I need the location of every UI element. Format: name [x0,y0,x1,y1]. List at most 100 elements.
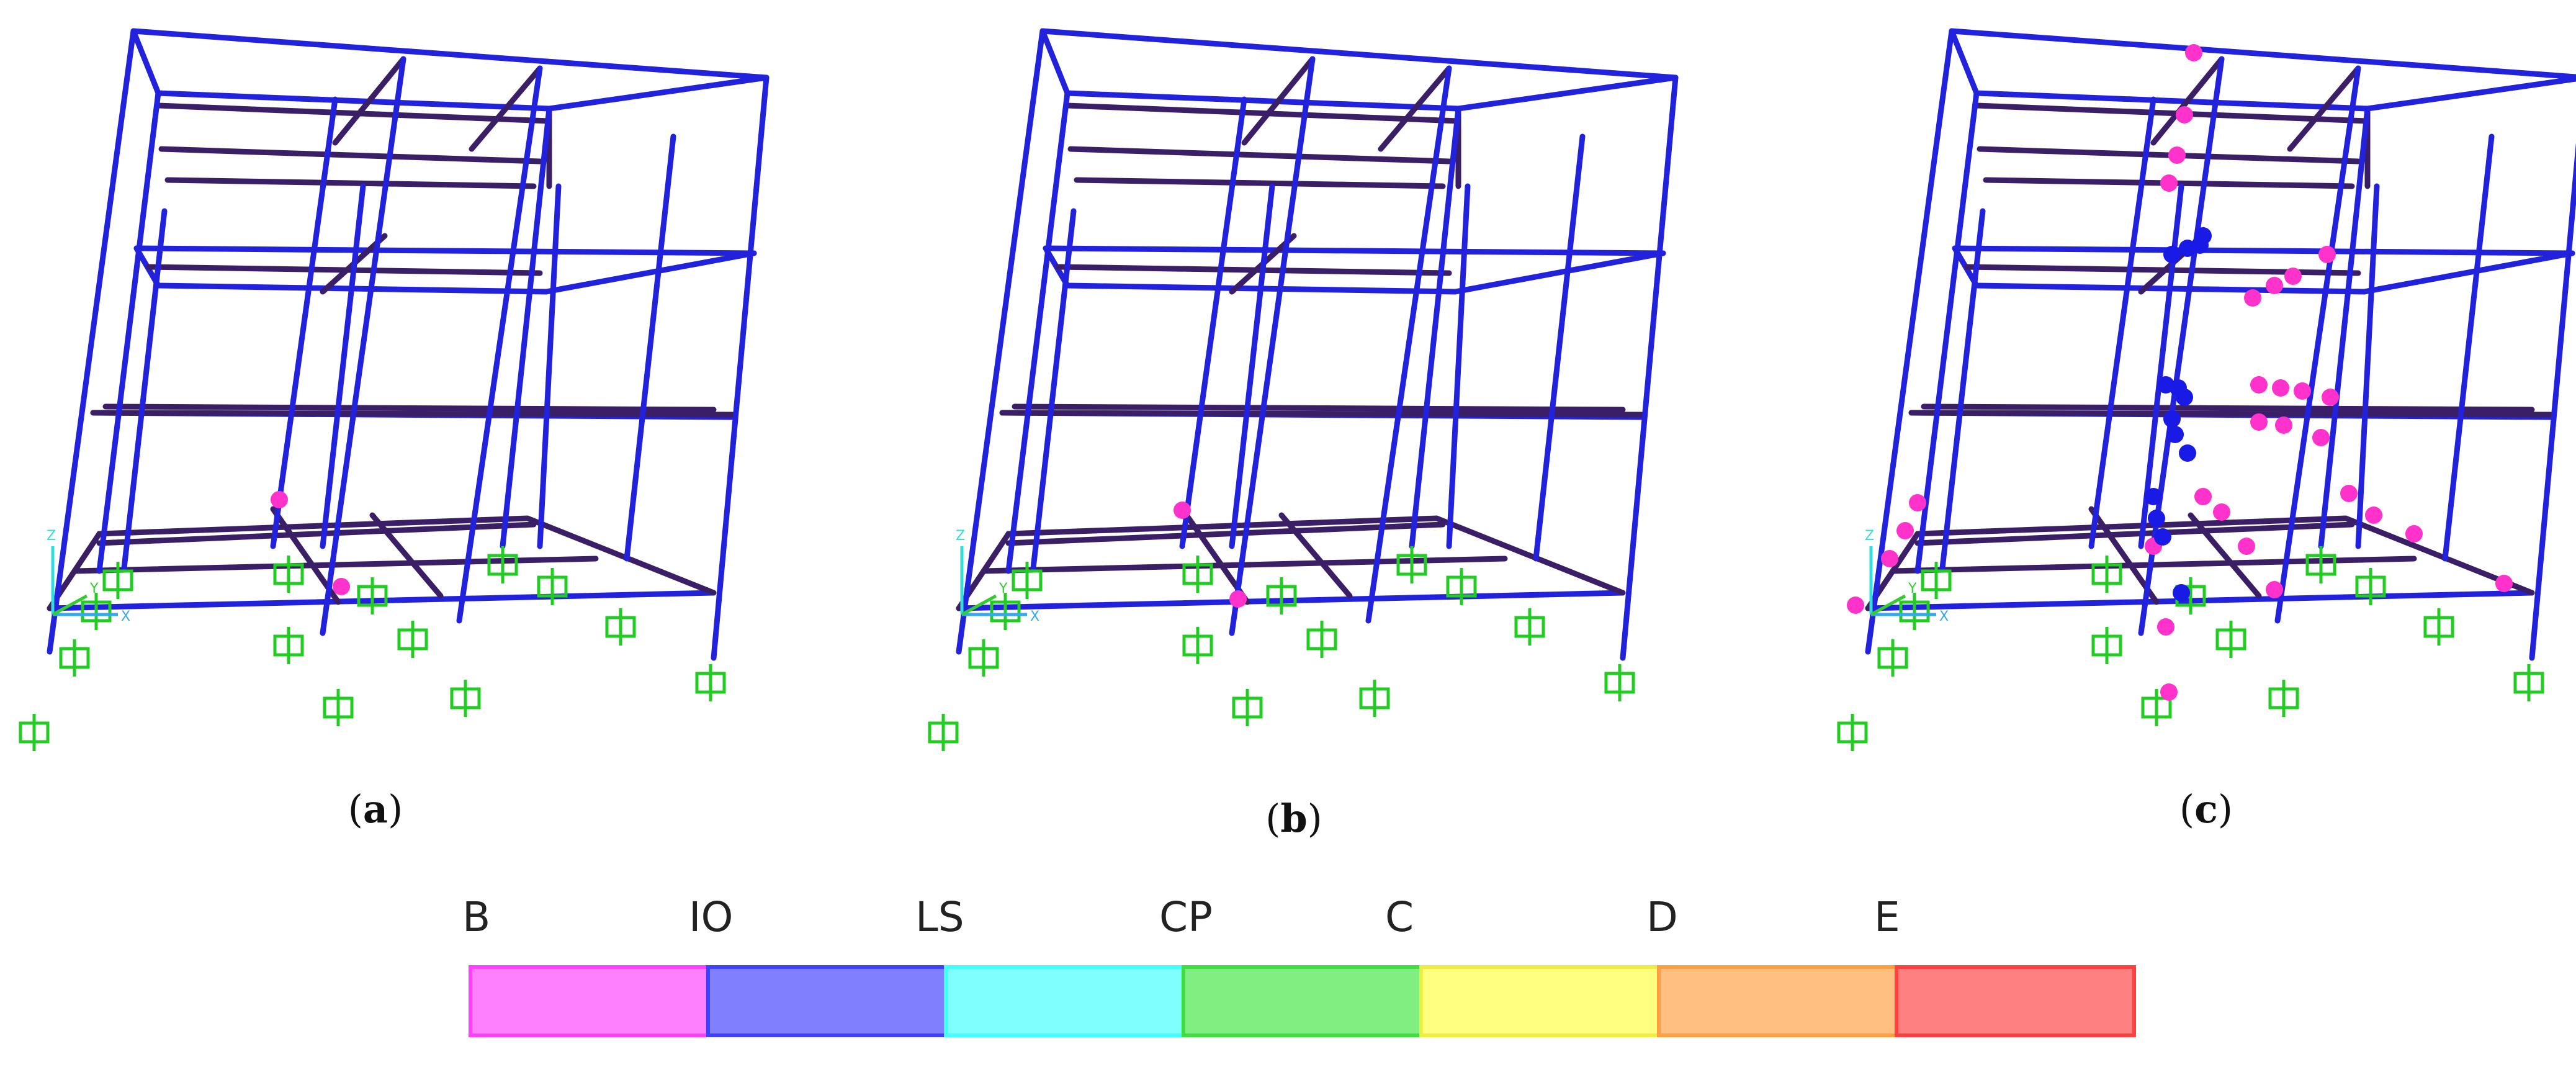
roof-beam [164,177,537,189]
axis-triad: XYZ [47,528,130,624]
hinge-io-marker [2176,389,2193,406]
hinge-b-marker [2284,268,2302,285]
hinge-io-marker [2154,528,2171,546]
base-edge [1865,590,2535,611]
column [1914,90,1980,574]
hinge-io-marker [2145,488,2162,505]
hinge-b-marker [2250,376,2268,394]
roof-edge [1039,28,1679,81]
roof-frame [1039,28,1679,112]
roof-beam [1067,146,1452,164]
column [537,183,562,549]
hinge-io-marker [2166,426,2184,443]
floor-2-edge [133,245,757,256]
hinge-b-marker [2340,485,2358,502]
hinge-b-marker [2250,413,2268,431]
hinge-b-marker [2238,538,2255,555]
hinge-b-marker [2272,379,2289,397]
legend-swatch-e [1895,965,2136,1037]
column [270,96,338,549]
floor-1-beam [102,403,717,413]
roof-beam [1074,177,1446,189]
column [624,133,676,562]
floor-1-beam [1012,403,1626,413]
column [320,183,366,549]
legend-label-c: C [1385,893,1414,941]
column [1030,208,1077,571]
base-edge [956,590,1626,611]
panel-a-frame: XYZ [19,28,770,751]
column [2529,142,2576,661]
column [956,28,1046,655]
axis-label-y: Y [999,581,1008,597]
roof-beam [155,102,552,124]
legend-swatch-ls [944,965,1185,1037]
column [1229,56,1316,636]
legend-swatch-b [469,965,710,1037]
floor-2-edge [1952,245,2575,256]
hinge-b-marker [2213,503,2230,521]
legend-swatch-c [1419,965,1661,1037]
column [320,56,406,636]
legend-swatch-io [706,965,948,1037]
base-beam [1914,521,2355,546]
hinge-io-marker [2194,227,2212,245]
hinge-io-marker [2148,510,2165,527]
roof-frame [130,28,770,112]
axis-label-z: Z [47,528,56,544]
hinge-io-marker [2179,444,2196,462]
column [500,106,552,549]
column [1446,183,1471,549]
y-axis [1870,594,1906,616]
hinge-b-marker [2405,525,2423,543]
hinge-b-marker [1229,590,1247,608]
caption-a: (a) [348,786,403,832]
column [1409,106,1461,549]
roof-beam [158,146,543,164]
hinge-b-marker [2495,575,2513,592]
y-axis [961,594,997,616]
base-beam [1005,521,1446,546]
roof-beam [1241,56,1316,146]
caption-b: (b) [1265,796,1322,841]
legend-label-d: D [1646,893,1678,941]
hinge-b-marker [2266,581,2283,598]
panel-b-frame: X Y Z [928,28,1679,751]
axis-label-x: X [1939,609,1949,624]
hinge-io-marker [2173,584,2190,601]
floor-2-edge [1043,245,1666,256]
floor-1-beam [90,410,735,418]
hinge-b-marker [2266,277,2283,294]
column [2442,133,2495,562]
axis-triad: XYZ [1865,528,1949,624]
axis-triad: X Y Z [956,528,1039,624]
hinge-b-marker [2294,382,2311,400]
hinge-b-marker [2168,146,2186,164]
hinge-b-marker [271,491,288,508]
column [1533,133,1586,562]
legend-color-bar [469,965,2136,1037]
column [711,74,770,661]
column [1005,90,1070,574]
roof-beam [2150,56,2225,146]
legend-label-cp: CP [1159,893,1213,941]
hinge-b-marker [2244,289,2261,307]
hinge-b-marker [1847,597,1864,614]
roof-beam [332,56,406,146]
caption-c-letter: c [2194,786,2218,832]
column [456,65,543,624]
hinge-b-marker [1896,522,1914,539]
caption-a-letter: a [363,786,388,832]
column [1365,65,1452,624]
roof-edge [1949,28,2576,80]
axis-label-x: X [1030,609,1039,624]
legend-label-e: E [1874,893,1900,941]
roof-edge [130,28,770,81]
column [2318,106,2371,549]
axis-label-z: Z [1865,528,1874,544]
floor-1-beam [999,410,1645,418]
y-axis [52,594,88,616]
axis-label-z: Z [956,528,965,544]
roof-beam [469,65,543,152]
hinge-b-marker [1881,550,1898,567]
